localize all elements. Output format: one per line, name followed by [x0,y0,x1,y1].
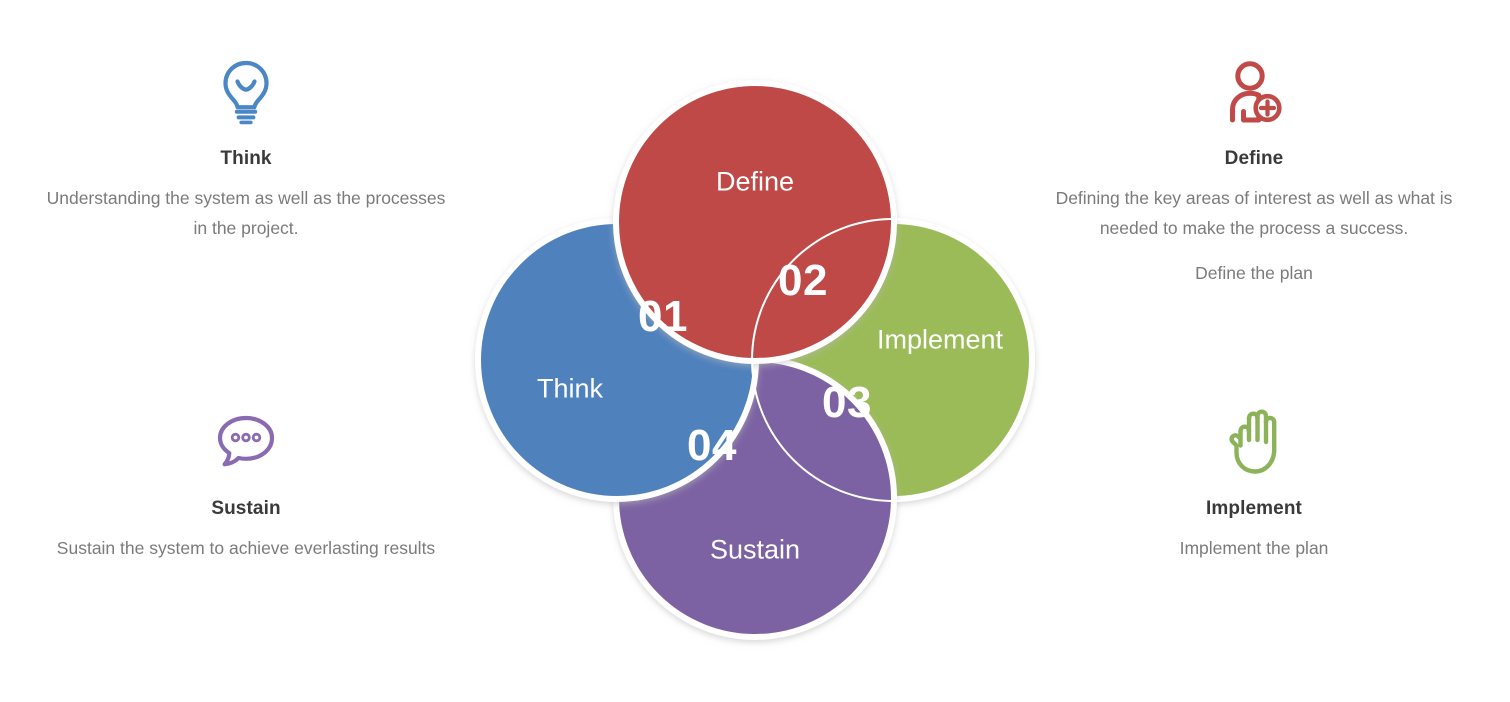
speech-bubble-icon [36,400,456,484]
block-desc-think: Understanding the system as well as the … [46,188,446,239]
block-extra-define: Define the plan [1195,262,1313,283]
block-title-think: Think [220,148,272,169]
circle-define [613,80,897,364]
block-sustain: Sustain Sustain the system to achieve ev… [36,400,456,563]
block-desc-sustain: Sustain the system to achieve everlastin… [56,538,436,558]
hand-icon [1044,400,1464,484]
block-define: Define Defining the key areas of interes… [1044,50,1464,288]
block-desc-define: Defining the key areas of interest as we… [1055,188,1453,239]
block-desc-implement: Implement the plan [1179,538,1329,558]
block-implement: Implement Implement the plan [1044,400,1464,563]
block-title-implement: Implement [1206,498,1302,519]
block-title-sustain: Sustain [211,498,281,519]
add-person-icon [1044,50,1464,134]
block-think: Think Understanding the system as well a… [36,50,456,244]
lightbulb-icon [36,50,456,134]
venn-diagram: Define 02 Implement 03 Think 01 Sustain … [455,60,1055,660]
block-title-define: Define [1224,148,1284,169]
